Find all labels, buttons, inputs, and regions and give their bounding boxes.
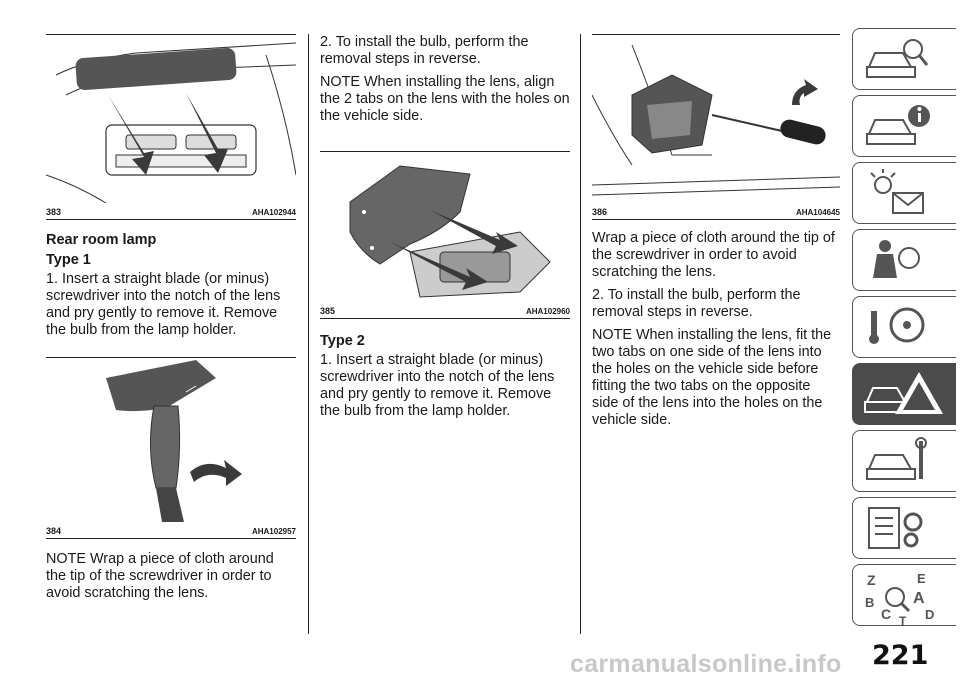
tab-safety[interactable] <box>852 229 956 291</box>
column-1: 383 AHA102944 Rear room lamp Type 1 1. I… <box>46 34 296 608</box>
figure-385: 385 AHA102960 <box>320 151 570 319</box>
index-letter: T <box>899 614 907 625</box>
figure-code: AHA102960 <box>525 307 570 316</box>
figure-386: 386 AHA104645 <box>592 34 840 220</box>
page-number: 221 <box>872 640 929 671</box>
figure-number: 384 <box>46 526 62 536</box>
figure-number: 386 <box>592 207 608 217</box>
index-search-icon: Z E B A C D T <box>865 571 934 625</box>
overhead-lamp-illustration <box>46 42 296 203</box>
figure-caption: 384 AHA102957 <box>46 524 296 539</box>
tab-servicing-care[interactable] <box>852 430 956 492</box>
figure-code: AHA104645 <box>795 208 840 217</box>
step-1-text: 1. Insert a straight blade (or minus) sc… <box>46 271 281 338</box>
lens-pry-illustration <box>592 44 840 196</box>
column-3: 386 AHA104645 Wrap a piece of cloth arou… <box>592 34 840 435</box>
step-2-text: 2. To install the bulb, perform the remo… <box>320 34 529 67</box>
figure-caption: 386 AHA104645 <box>592 205 840 220</box>
figure-383: 383 AHA102944 <box>46 34 296 220</box>
lens-install-illustration <box>349 165 551 298</box>
emergency-car-warning-icon <box>864 372 943 414</box>
column-divider <box>308 34 309 634</box>
index-letter: B <box>865 595 874 610</box>
index-letter: Z <box>867 572 876 588</box>
warning-lights-messages-icon <box>870 169 924 214</box>
wrap-text: Wrap a piece of cloth around the tip of … <box>592 230 835 280</box>
chapter-tabs: Z E B A C D T <box>852 28 960 631</box>
index-letter: C <box>881 606 891 622</box>
tab-starting-driving[interactable] <box>852 296 956 358</box>
safety-airbag-icon <box>873 240 920 278</box>
index-letter: E <box>917 571 926 586</box>
subheading-type-2: Type 2 <box>320 333 365 349</box>
column-divider <box>580 34 581 634</box>
step-2-text: 2. To install the bulb, perform the remo… <box>592 287 801 320</box>
watermark: carmanualsonline.info <box>570 650 842 678</box>
tab-technical-specifications[interactable] <box>852 497 956 559</box>
tab-in-emergency[interactable] <box>852 363 956 425</box>
tab-index[interactable]: Z E B A C D T <box>852 564 956 626</box>
figure-caption: 385 AHA102960 <box>320 304 570 319</box>
screwdriver-cloth-illustration <box>106 360 242 522</box>
car-info-icon <box>866 105 930 145</box>
subheading-type-1: Type 1 <box>46 252 91 268</box>
figure-384: 384 AHA102957 <box>46 357 296 539</box>
key-steering-wheel-icon <box>869 307 925 344</box>
note-text: NOTE Wrap a piece of cloth around the ti… <box>46 551 274 601</box>
step-1-text: 1. Insert a straight blade (or minus) sc… <box>320 352 555 419</box>
car-maintenance-icon <box>866 437 927 480</box>
figure-number: 385 <box>320 306 336 316</box>
tab-dashboard-knowledge[interactable] <box>852 28 956 90</box>
figure-caption: 383 AHA102944 <box>46 205 296 220</box>
column-2: 2. To install the bulb, perform the remo… <box>320 34 570 426</box>
index-letter: D <box>925 607 934 622</box>
tab-vehicle-info[interactable] <box>852 95 956 157</box>
section-heading: Rear room lamp <box>46 232 157 248</box>
note-text: NOTE When installing the lens, align the… <box>320 74 570 124</box>
technical-specs-icon <box>868 507 923 549</box>
figure-number: 383 <box>46 207 62 217</box>
index-letter: A <box>913 590 925 607</box>
note-text: NOTE When installing the lens, fit the t… <box>592 327 832 428</box>
figure-code: AHA102944 <box>251 208 296 217</box>
figure-code: AHA102957 <box>251 527 296 536</box>
car-search-icon <box>866 39 929 78</box>
tab-warning-lights[interactable] <box>852 162 956 224</box>
